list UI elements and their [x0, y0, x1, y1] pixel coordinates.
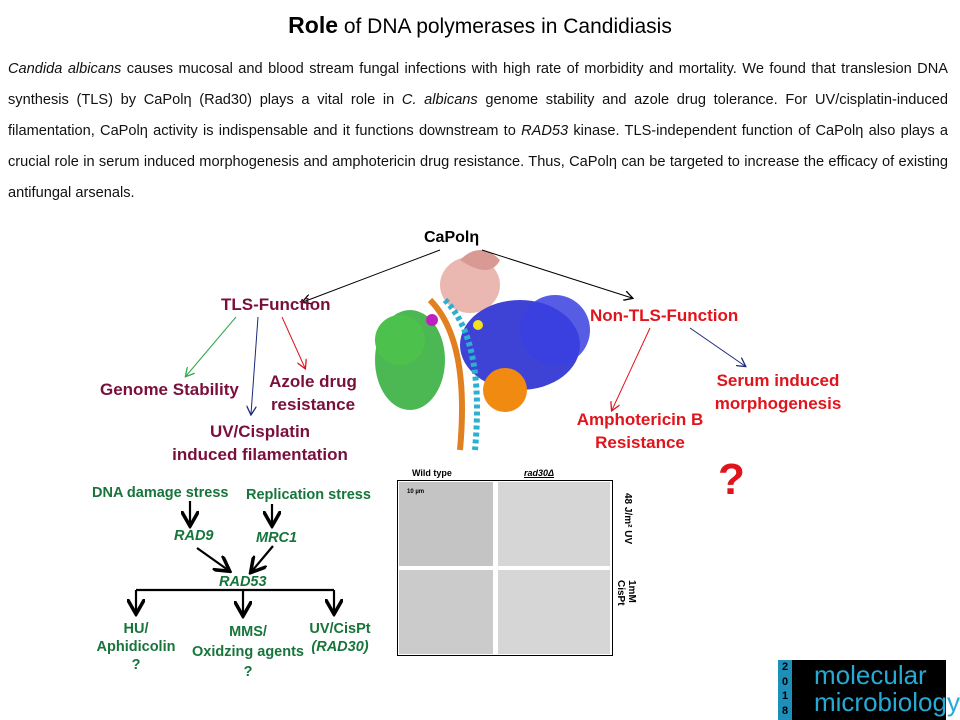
- outcome-uv-cispt: UV/CisPt (RAD30): [300, 620, 380, 656]
- title-rest: of DNA polymerases in Candidiasis: [338, 15, 672, 38]
- year-digit: 0: [781, 675, 789, 688]
- serum-line2: morphogenesis: [714, 394, 842, 413]
- logo-line2: microbiology: [814, 687, 960, 717]
- year-digit: 8: [781, 704, 789, 717]
- hu-line2: Aphidicolin: [96, 639, 176, 655]
- micrograph-mut-uv: [498, 482, 610, 566]
- gene-rad9: RAD9: [174, 528, 214, 544]
- uvc-line2: (RAD30): [311, 639, 369, 655]
- protein-structure-image: [375, 250, 590, 451]
- micrograph-wt-cispt: [399, 570, 493, 654]
- gene-rad53: RAD53: [219, 574, 267, 590]
- outcome-mms: MMS/Oxidzing agents?: [183, 622, 313, 682]
- abstract-part: causes mucosal and blood stream fungal i…: [8, 61, 948, 108]
- uv-line1: UV/Cisplatin: [209, 422, 311, 441]
- abstract-part: kinase. TLS-independent function of CaPo…: [8, 123, 948, 201]
- year-digit: 1: [781, 690, 789, 702]
- micrograph-mut-cispt: [498, 570, 610, 654]
- abstract-species: Candida albicans: [8, 61, 122, 77]
- abstract-species-short: C. albicans: [401, 92, 478, 108]
- node-non-tls-function: Non-TLS-Function: [590, 306, 739, 325]
- label-wild-type: Wild type: [412, 468, 452, 478]
- node-tls-function: TLS-Function: [221, 295, 331, 314]
- node-amphotericin: Amphotericin B Resistance: [560, 408, 720, 454]
- abstract-gene: RAD53: [521, 123, 569, 139]
- label-rad30-mutant: rad30Δ: [524, 468, 555, 478]
- uv-line2: induced filamentation: [172, 445, 348, 464]
- ampho-line2: Resistance: [595, 433, 685, 452]
- logo-line1: molecular: [814, 660, 927, 690]
- micrograph-wt-uv: 10 µm: [399, 482, 493, 566]
- hu-line1: HU/: [123, 621, 149, 637]
- year-digit: 2: [781, 661, 789, 673]
- node-capol: CaPolη: [424, 229, 480, 246]
- mms-line2: Oxidzing agents: [192, 644, 304, 660]
- serum-line1: Serum induced: [716, 371, 840, 390]
- node-uv-cisplatin: UV/Cisplatin induced filamentation: [155, 420, 365, 466]
- dna-damage-stress: DNA damage stress: [92, 485, 229, 501]
- uvc-line1: UV/CisPt: [309, 621, 371, 637]
- mms-line1: MMS/: [229, 624, 267, 640]
- label-uv-dose: 48 J/m² UV: [622, 493, 633, 545]
- abstract-text: Candida albicans causes mucosal and bloo…: [8, 54, 948, 209]
- scale-bar-label: 10 µm: [407, 489, 425, 495]
- question-mark: ?: [718, 455, 745, 504]
- cispt-line2: CisPt: [615, 580, 626, 606]
- abstract-part: genome stability and azole drug toleranc…: [8, 92, 948, 139]
- mms-line3: ?: [243, 664, 253, 680]
- outcome-hu: HU/Aphidicolin?: [86, 620, 186, 674]
- azole-line1: Azole drug: [269, 372, 357, 391]
- node-azole-resistance: Azole drug resistance: [258, 370, 368, 416]
- cispt-line1: 1mM: [626, 580, 637, 603]
- replication-stress: Replication stress: [246, 487, 371, 503]
- node-genome-stability: Genome Stability: [100, 380, 239, 399]
- microscopy-panel: 10 µm: [397, 480, 613, 656]
- azole-line2: resistance: [270, 395, 356, 414]
- ampho-line1: Amphotericin B: [576, 410, 704, 429]
- node-serum-morphogenesis: Serum induced morphogenesis: [698, 369, 858, 415]
- title-bold: Role: [288, 12, 338, 38]
- hu-line3: ?: [131, 657, 141, 673]
- page-title: Role of DNA polymerases in Candidiasis: [0, 12, 960, 39]
- gene-mrc1: MRC1: [256, 530, 298, 546]
